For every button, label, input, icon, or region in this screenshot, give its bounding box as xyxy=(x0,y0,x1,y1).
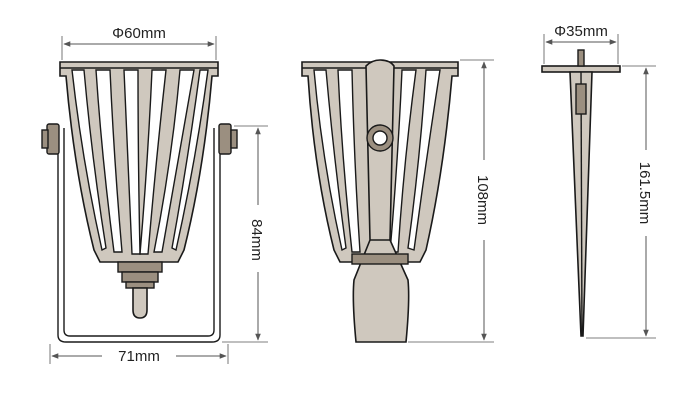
front-view: Φ60mm 71mm 84mm xyxy=(41,25,268,365)
side-fins xyxy=(313,69,441,253)
gland-nut xyxy=(117,261,163,273)
side-height-label: 108mm xyxy=(474,175,491,225)
front-height-label: 84mm xyxy=(248,219,265,261)
side-bracket-arm xyxy=(352,59,410,343)
spike-diameter-label: Φ35mm xyxy=(554,23,608,40)
side-view: 108mm xyxy=(301,59,494,343)
spike-view: Φ35mm 161.5mm xyxy=(541,23,656,339)
front-fins xyxy=(71,69,209,255)
u-bracket xyxy=(57,125,221,343)
spike-length-label: 161.5mm xyxy=(636,162,653,225)
left-knob xyxy=(46,123,60,155)
spike-plate xyxy=(541,65,621,73)
front-width-label: 71mm xyxy=(118,348,160,365)
cable xyxy=(132,287,148,319)
right-knob xyxy=(218,123,232,155)
front-diameter-label: Φ60mm xyxy=(112,25,166,42)
